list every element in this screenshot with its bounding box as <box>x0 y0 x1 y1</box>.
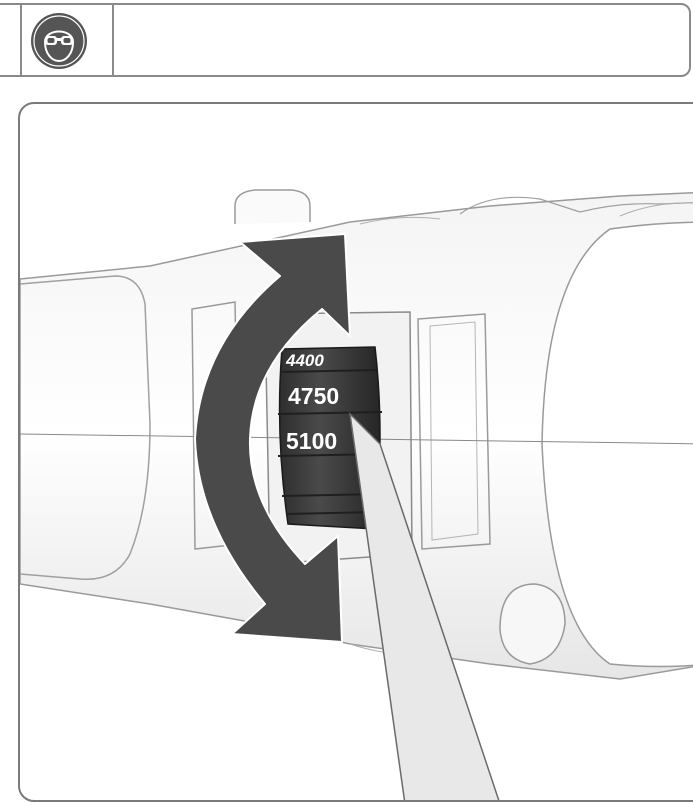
illustration-frame: 4400 4750 5100 <box>18 102 693 802</box>
dial-value-middle: 4750 <box>288 383 339 409</box>
speed-dial: 4400 4750 5100 <box>277 346 383 530</box>
header-divider-right <box>112 3 114 77</box>
dial-value-top: 4400 <box>285 351 324 370</box>
rotate-both-directions-icon <box>194 233 351 643</box>
header-bar <box>0 3 691 77</box>
eye-protection-icon <box>31 13 87 69</box>
pointer-indicator <box>348 411 500 800</box>
dial-value-bottom: 5100 <box>286 428 337 454</box>
speed-dial-illustration: 4400 4750 5100 <box>20 189 693 800</box>
header-divider-left <box>20 3 22 77</box>
